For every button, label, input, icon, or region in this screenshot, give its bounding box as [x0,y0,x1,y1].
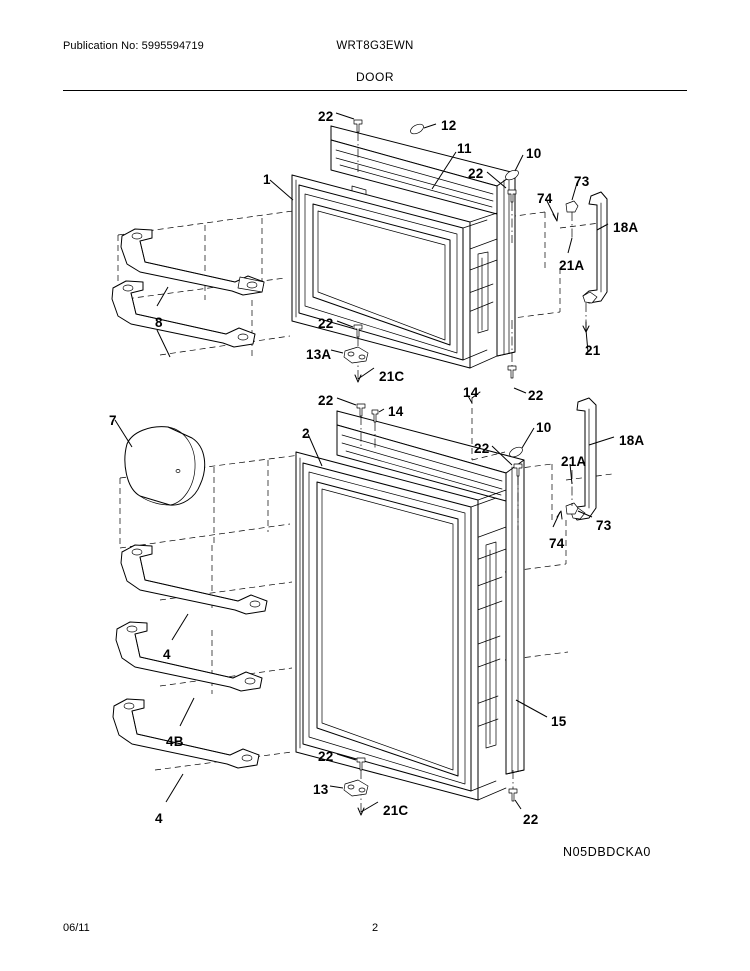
freezer-door-handle [546,192,607,332]
refrigerator-shelf-bars [113,545,267,802]
callout-leader-lines [115,113,614,815]
callout-number: 21 [585,343,601,358]
freezer-door-fasteners [344,120,520,381]
freezer-shelf-bars [112,229,264,357]
callout-number: 10 [526,146,542,161]
callout-number: 21A [559,258,585,273]
callout-number: 22 [528,388,544,403]
callout-number: 13 [313,782,329,797]
refrigerator-door-assembly [296,411,524,800]
model-number: WRT8G3EWN [336,40,414,52]
publication-number: Publication No: 5995594719 [63,40,204,52]
page-title: DOOR [356,70,394,84]
callout-number: 21C [383,803,409,818]
page-number: 2 [371,922,379,934]
callout-number: 4B [166,734,184,749]
callout-number: 22 [318,109,334,124]
callout-number: 21C [379,369,405,384]
callout-number: 15 [551,714,567,729]
callout-number: 73 [596,518,612,533]
callout-number: 22 [318,316,334,331]
callout-number: 13A [306,347,332,362]
callout-number: 10 [536,420,552,435]
drawing-code: N05DBDCKA0 [563,845,651,859]
callout-number: 7 [109,413,117,428]
callout-number: 22 [318,749,334,764]
callout-number: 22 [318,393,334,408]
callout-number: 8 [155,315,163,330]
door-bin-cover-part-7 [125,427,205,505]
callout-number: 73 [574,174,590,189]
callout-number: 18A [613,220,639,235]
refrigerator-door-fasteners [344,392,524,812]
callout-number: 22 [474,441,490,456]
freezer-door-assembly [292,126,515,368]
callout-number: 12 [441,118,457,133]
header-divider [63,90,687,91]
callout-number: 74 [537,191,553,206]
callout-number: 4 [163,647,171,662]
callout-number: 21A [561,454,587,469]
callout-number: 4 [155,811,163,826]
callout-number: 2 [302,426,310,441]
refrigerator-door-handle [553,398,596,527]
revision-date: 06/11 [63,922,90,934]
callout-number: 74 [549,536,565,551]
callout-number: 18A [619,433,645,448]
callout-number: 22 [468,166,484,181]
callout-number: 14 [463,385,479,400]
callout-number: 22 [523,812,539,827]
callout-number: 11 [457,141,472,156]
callout-number: 14 [388,404,404,419]
callout-number: 1 [263,172,271,187]
